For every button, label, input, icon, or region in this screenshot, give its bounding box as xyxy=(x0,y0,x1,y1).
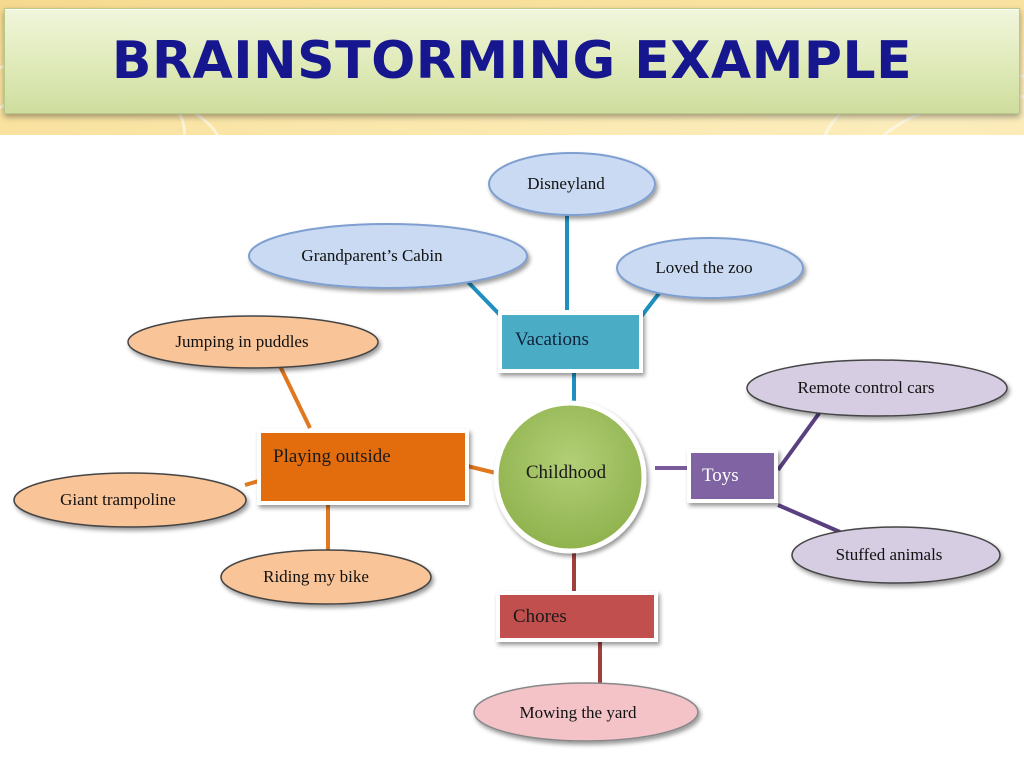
branch-chores: Chores xyxy=(496,591,658,642)
leaf-loved-the-zoo: Loved the zoo xyxy=(616,237,804,299)
leaf-stuffed-animals-label: Stuffed animals xyxy=(836,545,943,564)
branch-toys-shape xyxy=(687,449,778,503)
connectors xyxy=(244,215,841,688)
branch-vacations-label: Vacations xyxy=(515,329,589,350)
branch-vacations-shape xyxy=(498,311,643,373)
leaf-remote-control-cars-label: Remote control cars xyxy=(798,378,935,397)
leaf-giant-trampoline: Giant trampoline xyxy=(13,472,247,528)
connector-vacations-zoo xyxy=(638,290,662,320)
branch-playing-outside-label: Playing outside xyxy=(273,446,391,467)
center-node: Childhood xyxy=(493,400,647,554)
leaf-riding-my-bike: Riding my bike xyxy=(220,549,432,605)
center-node-shape xyxy=(493,400,647,554)
connector-vacations-cabin xyxy=(466,280,502,317)
leaf-mowing-the-yard-label: Mowing the yard xyxy=(519,703,637,722)
leaf-loved-the-zoo-label: Loved the zoo xyxy=(655,258,752,277)
slide-title: BRAINSTORMING EXAMPLE xyxy=(111,31,913,91)
leaf-remote-control-cars: Remote control cars xyxy=(746,359,1008,417)
connector-playing-puddles xyxy=(278,365,312,429)
branch-vacations: Vacations xyxy=(498,311,643,373)
leaf-mowing-the-yard-shape xyxy=(473,682,699,742)
leaf-grandparents-cabin: Grandparent’s Cabin xyxy=(248,223,528,289)
connector-toys-remote xyxy=(776,410,822,472)
leaf-mowing-the-yard: Mowing the yard xyxy=(473,682,699,742)
leaf-giant-trampoline-shape xyxy=(13,472,247,528)
branch-playing-outside-shape xyxy=(257,429,469,505)
leaf-grandparents-cabin-shape xyxy=(248,223,528,289)
leaf-riding-my-bike-shape xyxy=(220,549,432,605)
leaf-stuffed-animals-shape xyxy=(791,526,1001,584)
branch-toys: Toys xyxy=(687,449,778,503)
center-node-label: Childhood xyxy=(526,462,607,483)
branch-toys-label: Toys xyxy=(702,465,739,486)
leaf-stuffed-animals: Stuffed animals xyxy=(791,526,1001,584)
leaf-jumping-in-puddles-label: Jumping in puddles xyxy=(175,332,308,351)
leaf-riding-my-bike-label: Riding my bike xyxy=(263,567,369,586)
leaf-jumping-in-puddles-shape xyxy=(127,315,379,369)
branch-playing-outside: Playing outside xyxy=(257,429,469,505)
connector-toys-stuffed xyxy=(777,503,841,534)
leaf-jumping-in-puddles: Jumping in puddles xyxy=(127,315,379,369)
branch-chores-label: Chores xyxy=(513,606,567,627)
leaf-loved-the-zoo-shape xyxy=(616,237,804,299)
leaf-disneyland-shape xyxy=(488,152,656,216)
leaf-disneyland: Disneyland xyxy=(488,152,656,216)
leaf-grandparents-cabin-label: Grandparent’s Cabin xyxy=(301,246,443,265)
leaf-giant-trampoline-label: Giant trampoline xyxy=(60,490,176,509)
leaf-disneyland-label: Disneyland xyxy=(527,174,605,193)
leaf-remote-control-cars-shape xyxy=(746,359,1008,417)
branch-chores-shape xyxy=(496,591,658,642)
title-box: BRAINSTORMING EXAMPLE xyxy=(4,8,1020,114)
